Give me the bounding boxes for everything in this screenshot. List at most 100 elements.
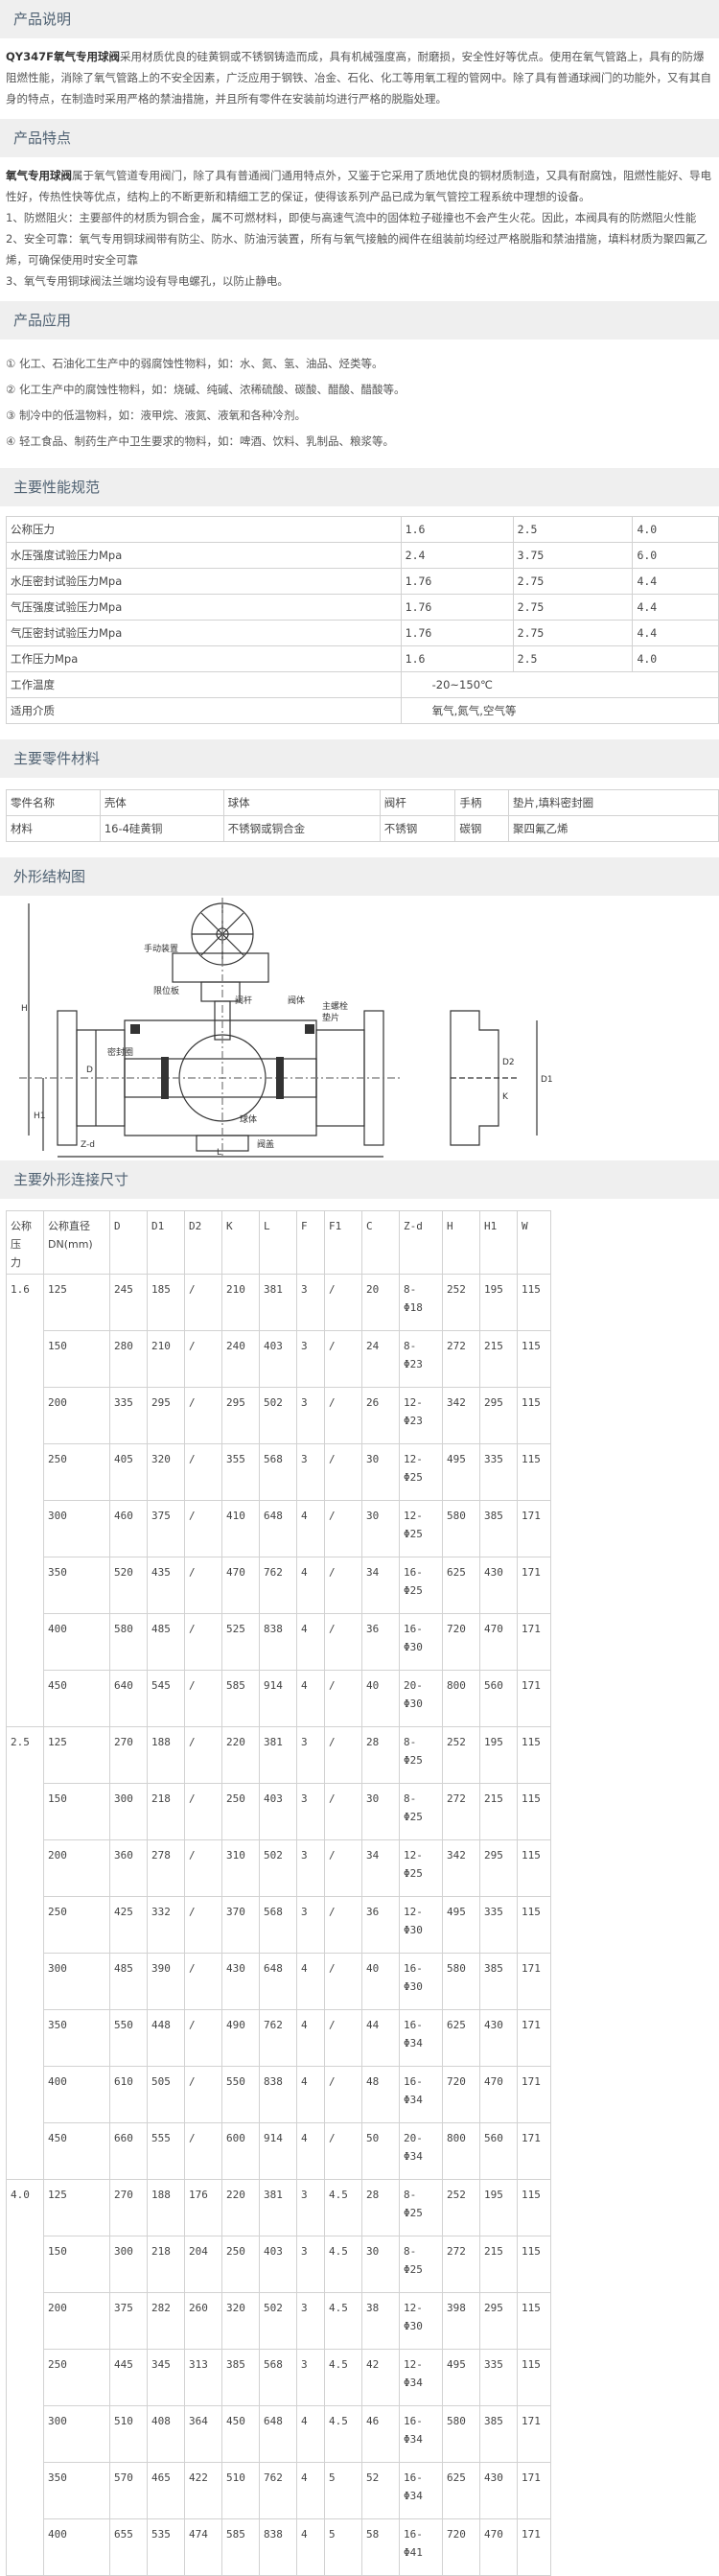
dims-cell: 300 xyxy=(43,1500,110,1557)
dims-cell: 3 xyxy=(296,1896,325,1954)
dims-zd-diameter: Φ30 xyxy=(404,2320,423,2332)
dims-cell: 381 xyxy=(259,2179,297,2236)
dims-cell: 585 xyxy=(221,1670,260,1727)
dims-cell: 435 xyxy=(147,1557,185,1614)
dims-cell: 115 xyxy=(517,1443,551,1501)
dims-cell: 580 xyxy=(109,1613,148,1671)
features-text: 属于氧气管道专用阀门，除了具有普通阀门通用特点外，又鉴于它采用了质地优良的铜材质… xyxy=(6,169,711,203)
dims-zd-count: 16- xyxy=(404,2019,423,2031)
dims-header-cell: W xyxy=(517,1210,551,1275)
dims-cell: 40 xyxy=(361,1670,400,1727)
dims-cell: / xyxy=(184,1613,222,1671)
dims-cell: / xyxy=(324,1613,362,1671)
dims-cell: 655 xyxy=(109,2518,148,2576)
dims-cell: 3 xyxy=(296,1839,325,1897)
dim-label-K: K xyxy=(502,1092,509,1102)
dims-cell: 450 xyxy=(221,2405,260,2463)
parts-cell: 材料 xyxy=(6,815,101,842)
label-gasket: 垫片 xyxy=(322,1012,339,1023)
dim-label-D: D xyxy=(86,1066,93,1075)
dims-zd-diameter: Φ34 xyxy=(404,2490,423,2502)
spec-cell: 1.76 xyxy=(400,620,514,646)
dims-header-cell: D xyxy=(109,1210,148,1275)
dims-zd-diameter: Φ34 xyxy=(404,2094,423,2106)
dims-zd-count: 8- xyxy=(404,1283,417,1296)
dims-zd-diameter: Φ30 xyxy=(404,1641,423,1653)
dims-cell: 600 xyxy=(221,2122,260,2180)
dims-cell: 403 xyxy=(259,1783,297,1840)
dims-cell: 115 xyxy=(517,1783,551,1840)
dims-cell: 550 xyxy=(109,2009,148,2067)
dims-cell: 218 xyxy=(147,2236,185,2293)
dims-zd-diameter: Φ23 xyxy=(404,1415,423,1427)
dims-cell: 3 xyxy=(296,1726,325,1784)
dims-cell: 34 xyxy=(361,1557,400,1614)
dims-cell: 42 xyxy=(361,2349,400,2406)
dims-zd-count: 12- xyxy=(404,1396,423,1409)
dims-cell: 385 xyxy=(221,2349,260,2406)
dims-cell: 450 xyxy=(43,2122,110,2180)
dims-cell: / xyxy=(184,1670,222,1727)
dims-cell: 12-Φ25 xyxy=(399,1443,443,1501)
dims-cell: 3 xyxy=(296,2349,325,2406)
spec-cell: 2.75 xyxy=(512,568,634,595)
dims-cell: 115 xyxy=(517,2179,551,2236)
dim-label-zd: Z-d xyxy=(81,1140,95,1150)
dims-cell: 8-Φ25 xyxy=(399,1783,443,1840)
dims-cell: 272 xyxy=(442,2236,480,2293)
spec-temp-row: 工作温度-20~150℃ xyxy=(6,671,719,698)
spec-cell: 1.6 xyxy=(400,516,514,543)
dims-cell: 252 xyxy=(442,2179,480,2236)
dims-cell: 171 xyxy=(517,1500,551,1557)
dims-header-text: D2 xyxy=(189,1220,202,1232)
dims-cell: 4 xyxy=(296,2009,325,2067)
valve-drawing: 手动装置 限位板 阀杆 阀体 密封圈 球体 主螺栓 垫片 阀盖 H H1 L D… xyxy=(0,896,719,1160)
dims-cell: 295 xyxy=(479,2292,518,2350)
dims-cell: 295 xyxy=(221,1387,260,1444)
dims-cell: 490 xyxy=(221,2009,260,2067)
dims-cell: 125 xyxy=(43,1274,110,1331)
dims-cell: 625 xyxy=(442,1557,480,1614)
dims-cell: 445 xyxy=(109,2349,148,2406)
dims-cell: 460 xyxy=(109,1500,148,1557)
spec-cell: 水压密封试验压力Mpa xyxy=(6,568,402,595)
parts-cell: 不锈钢 xyxy=(379,815,456,842)
dims-header-cell: Z-d xyxy=(399,1210,443,1275)
dims-cell: 375 xyxy=(109,2292,148,2350)
dims-cell: 400 xyxy=(43,2518,110,2576)
dims-cell: 115 xyxy=(517,1387,551,1444)
dims-cell: 16-Φ34 xyxy=(399,2405,443,2463)
dims-cell: 176 xyxy=(184,2179,222,2236)
intro-model-name: QY347F氧气专用球阀 xyxy=(6,50,120,63)
dims-cell: 660 xyxy=(109,2122,148,2180)
spec-cell: 1.76 xyxy=(400,594,514,621)
dims-cell: 200 xyxy=(43,2292,110,2350)
parts-cell: 球体 xyxy=(222,789,381,816)
dims-zd-count: 12- xyxy=(404,2358,423,2371)
spec-cell: 4.4 xyxy=(632,568,719,595)
dims-cell: 46 xyxy=(361,2405,400,2463)
dims-cell: 3 xyxy=(296,2179,325,2236)
dims-cell: 250 xyxy=(43,1896,110,1954)
dims-cell: 720 xyxy=(442,1613,480,1671)
dims-zd-diameter: Φ25 xyxy=(404,1811,423,1823)
dims-cell: 470 xyxy=(479,2066,518,2123)
dims-cell: 195 xyxy=(479,2179,518,2236)
label-bolt: 主螺栓 xyxy=(322,1000,348,1012)
dims-cell: 495 xyxy=(442,2349,480,2406)
dims-cell: 250 xyxy=(221,1783,260,1840)
dims-cell: 115 xyxy=(517,1896,551,1954)
dims-cell: 4.5 xyxy=(324,2292,362,2350)
dims-zd-count: 12- xyxy=(404,1510,423,1522)
parts-cell: 壳体 xyxy=(99,789,224,816)
dims-zd-diameter: Φ25 xyxy=(404,1528,423,1540)
dims-cell: 332 xyxy=(147,1896,185,1954)
dims-cell: 410 xyxy=(221,1500,260,1557)
dims-cell: 20-Φ30 xyxy=(399,1670,443,1727)
dims-cell: 16-Φ34 xyxy=(399,2009,443,2067)
spec-cell: 6.0 xyxy=(632,542,719,569)
